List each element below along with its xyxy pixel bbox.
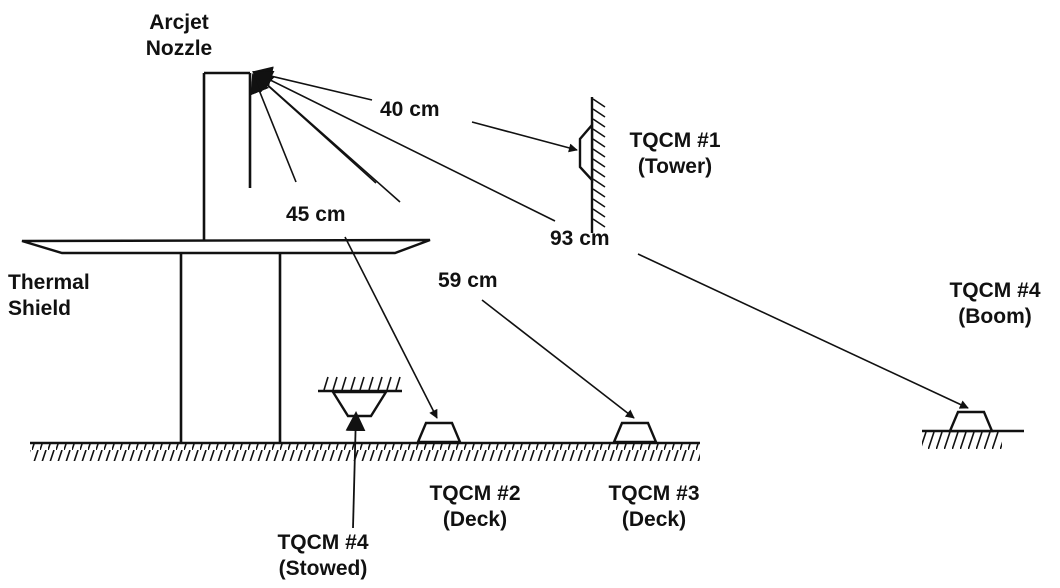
boom-arrow	[637, 253, 969, 409]
tqcm-4-stowed-location: (Stowed)	[278, 557, 368, 580]
tqcm-3-sensor	[612, 421, 658, 444]
tqcm-4-boom-location: (Boom)	[958, 305, 1032, 328]
tower-arrow	[471, 121, 578, 153]
boom-ground	[922, 429, 1024, 449]
deck-ground	[30, 441, 700, 461]
tqcm-2-name: TQCM #2	[429, 482, 521, 505]
tqcm-2-sensor	[416, 421, 462, 444]
tqcm-1-sensor	[578, 121, 594, 184]
distance-deck-far-label: 59 cm	[438, 269, 498, 292]
tqcm-4-stowed-name: TQCM #4	[277, 531, 369, 554]
tqcm-1-label: TQCM #1 (Tower)	[620, 128, 730, 180]
support-legs	[179, 253, 282, 443]
deck-far-arrow	[481, 299, 635, 419]
tqcm-1-name: TQCM #1	[629, 129, 721, 152]
arcjet-nozzle-label: Arcjet Nozzle	[140, 10, 218, 62]
tqcm-1-location: (Tower)	[637, 155, 713, 178]
tqcm-4-boom-name: TQCM #4	[949, 279, 1041, 302]
distance-boom-label: 93 cm	[550, 227, 610, 250]
nozzle-rays	[250, 66, 556, 222]
tqcm-3-name: TQCM #3	[608, 482, 700, 505]
stowed-mount	[318, 376, 402, 393]
thermal-shield-line2: Shield	[8, 297, 72, 320]
thermal-shield-label: Thermal Shield	[8, 270, 90, 322]
tqcm-4-stowed-sensor	[330, 390, 389, 418]
arcjet-nozzle-line1: Arcjet	[149, 11, 209, 34]
tqcm-4-boom-sensor	[948, 410, 994, 433]
thermal-shield-line1: Thermal	[8, 271, 90, 294]
tqcm-3-label: TQCM #3 (Deck)	[599, 481, 709, 533]
stowed-arrow	[345, 411, 366, 529]
arcjet-nozzle-body	[202, 71, 252, 240]
tqcm-4-boom-label: TQCM #4 (Boom)	[940, 278, 1050, 330]
tqcm-2-location: (Deck)	[442, 508, 508, 531]
tqcm-4-stowed-label: TQCM #4 (Stowed)	[263, 530, 383, 582]
arcjet-nozzle-line2: Nozzle	[145, 37, 213, 60]
tower-wall	[590, 97, 606, 233]
deck-near-arrow	[344, 236, 438, 419]
distance-deck-near-label: 45 cm	[286, 203, 346, 226]
tqcm-2-label: TQCM #2 (Deck)	[420, 481, 530, 533]
tqcm-3-location: (Deck)	[621, 508, 687, 531]
thermal-shield-plate	[21, 238, 431, 255]
distance-tower-label: 40 cm	[380, 98, 440, 121]
